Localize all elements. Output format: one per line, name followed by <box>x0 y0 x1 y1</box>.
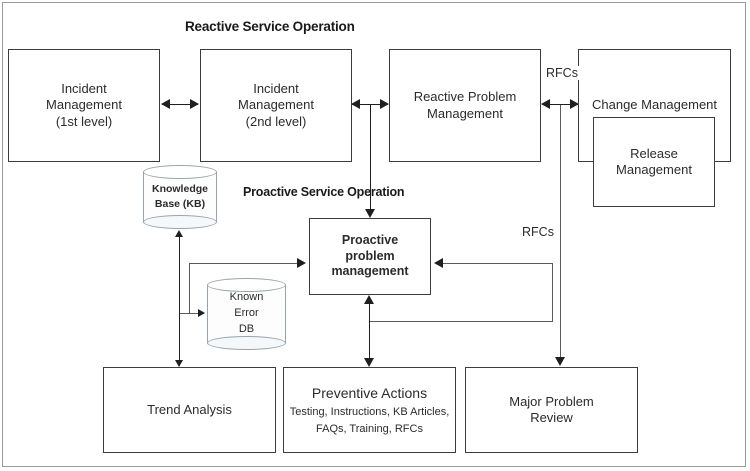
box-line-2: Management <box>46 97 122 113</box>
diagram-frame <box>2 2 746 467</box>
box-line-1: Preventive Actions <box>311 385 428 401</box>
box-line-1: Change Management <box>591 97 718 113</box>
box-line-2: Management <box>427 105 503 121</box>
arrowhead-im2-left <box>351 99 360 109</box>
cylinder-top <box>207 278 286 292</box>
box-line-3: FAQs, Training, RFCs <box>316 422 423 435</box>
connector-proactive-preventive <box>369 299 370 363</box>
box-release-management[interactable]: Release Management <box>593 117 715 207</box>
box-major-problem-review[interactable]: Major Problem Review <box>465 367 638 453</box>
arrowhead-major-problem-review-top <box>555 357 565 366</box>
box-line-1: Incident <box>61 81 107 97</box>
box-trend-analysis[interactable]: Trend Analysis <box>103 367 276 453</box>
box-line-3: management <box>331 264 409 279</box>
box-preventive-actions[interactable]: Preventive Actions Testing, Instructions… <box>283 367 456 453</box>
arrowhead-rpm-left <box>380 99 389 109</box>
box-line-3: (1st level) <box>55 113 113 129</box>
box-line-1: Reactive Problem <box>413 89 517 105</box>
connector-spine-riser <box>189 263 190 313</box>
box-line-2: Review <box>530 410 573 425</box>
connector-to-major-problem-review <box>560 316 561 362</box>
arrowhead-proactive-bottom <box>364 295 374 304</box>
arrowhead-known-error-db-left <box>198 309 205 317</box>
edge-label-rfcs-mid: RFCs <box>521 225 555 239</box>
box-line-1: Trend Analysis <box>147 401 232 417</box>
connector-mpr-riser <box>552 263 553 321</box>
cylinder-body <box>143 172 217 222</box>
arrowhead-kb-bottom <box>175 230 183 237</box>
box-line-2: Testing, Instructions, KB Articles, <box>289 406 450 418</box>
connector-preventive-to-riser <box>369 321 553 322</box>
connector-ked-to-proactive <box>189 263 297 264</box>
box-line-2: Management <box>238 97 314 113</box>
cylinder-bottom <box>207 336 286 350</box>
arrowhead-proactive-left <box>297 258 306 268</box>
datastore-line-3: DB <box>238 322 255 335</box>
cylinder-body <box>207 285 286 343</box>
datastore-knowledge-base[interactable]: Knowledge Base (KB) <box>143 165 217 229</box>
box-line-2: problem <box>345 248 395 263</box>
arrowhead-proactive-right <box>434 258 443 268</box>
edge-label-rfcs-top: RFCs <box>545 66 579 80</box>
box-line-1: Major Problem <box>509 393 594 409</box>
box-line-1: Proactive <box>341 233 399 248</box>
connector-mpr-to-proactive <box>443 263 553 264</box>
connector-rpm-change <box>542 104 578 105</box>
connector-reactive-to-proactive <box>370 104 371 210</box>
arrowhead-trend-analysis-top <box>175 360 183 367</box>
heading-proactive-service-operation: Proactive Service Operation <box>243 185 405 199</box>
box-line-3: (2nd level) <box>245 113 307 129</box>
connector-im1-im2 <box>162 104 198 105</box>
cylinder-bottom <box>143 215 217 229</box>
datastore-known-error-db[interactable]: Known Error DB <box>207 278 286 350</box>
datastore-line-1: Known <box>229 291 264 304</box>
datastore-line-1: Knowledge <box>151 182 208 195</box>
connector-change-vertical <box>560 104 561 316</box>
arrowhead-im1 <box>161 99 170 109</box>
box-reactive-problem-management[interactable]: Reactive Problem Management <box>389 49 541 162</box>
datastore-line-2: Error <box>234 307 259 320</box>
arrowhead-im2 <box>190 99 199 109</box>
box-line-1: Release <box>630 145 678 161</box>
datastore-label: Known Error DB <box>207 278 286 350</box>
cylinder-top <box>143 165 217 179</box>
arrowhead-rpm-right <box>541 99 550 109</box>
heading-reactive-service-operation: Reactive Service Operation <box>185 19 355 34</box>
box-incident-management-2nd-level[interactable]: Incident Management (2nd level) <box>200 49 352 162</box>
box-line-1: Incident <box>253 81 299 97</box>
arrowhead-preventive-actions-top <box>364 358 374 367</box>
arrowhead-change-left <box>570 99 579 109</box>
datastore-label: Knowledge Base (KB) <box>143 165 217 229</box>
box-proactive-problem-management[interactable]: Proactive problem management <box>309 218 431 295</box>
box-incident-management-1st-level[interactable]: Incident Management (1st level) <box>8 49 160 162</box>
box-line-2: Management <box>616 162 692 177</box>
datastore-line-2: Base (KB) <box>154 198 206 210</box>
arrowhead-proactive-top <box>365 209 375 218</box>
connector-spine-to-ked <box>179 313 201 314</box>
connector-trend-to-kb-spine <box>179 234 180 366</box>
